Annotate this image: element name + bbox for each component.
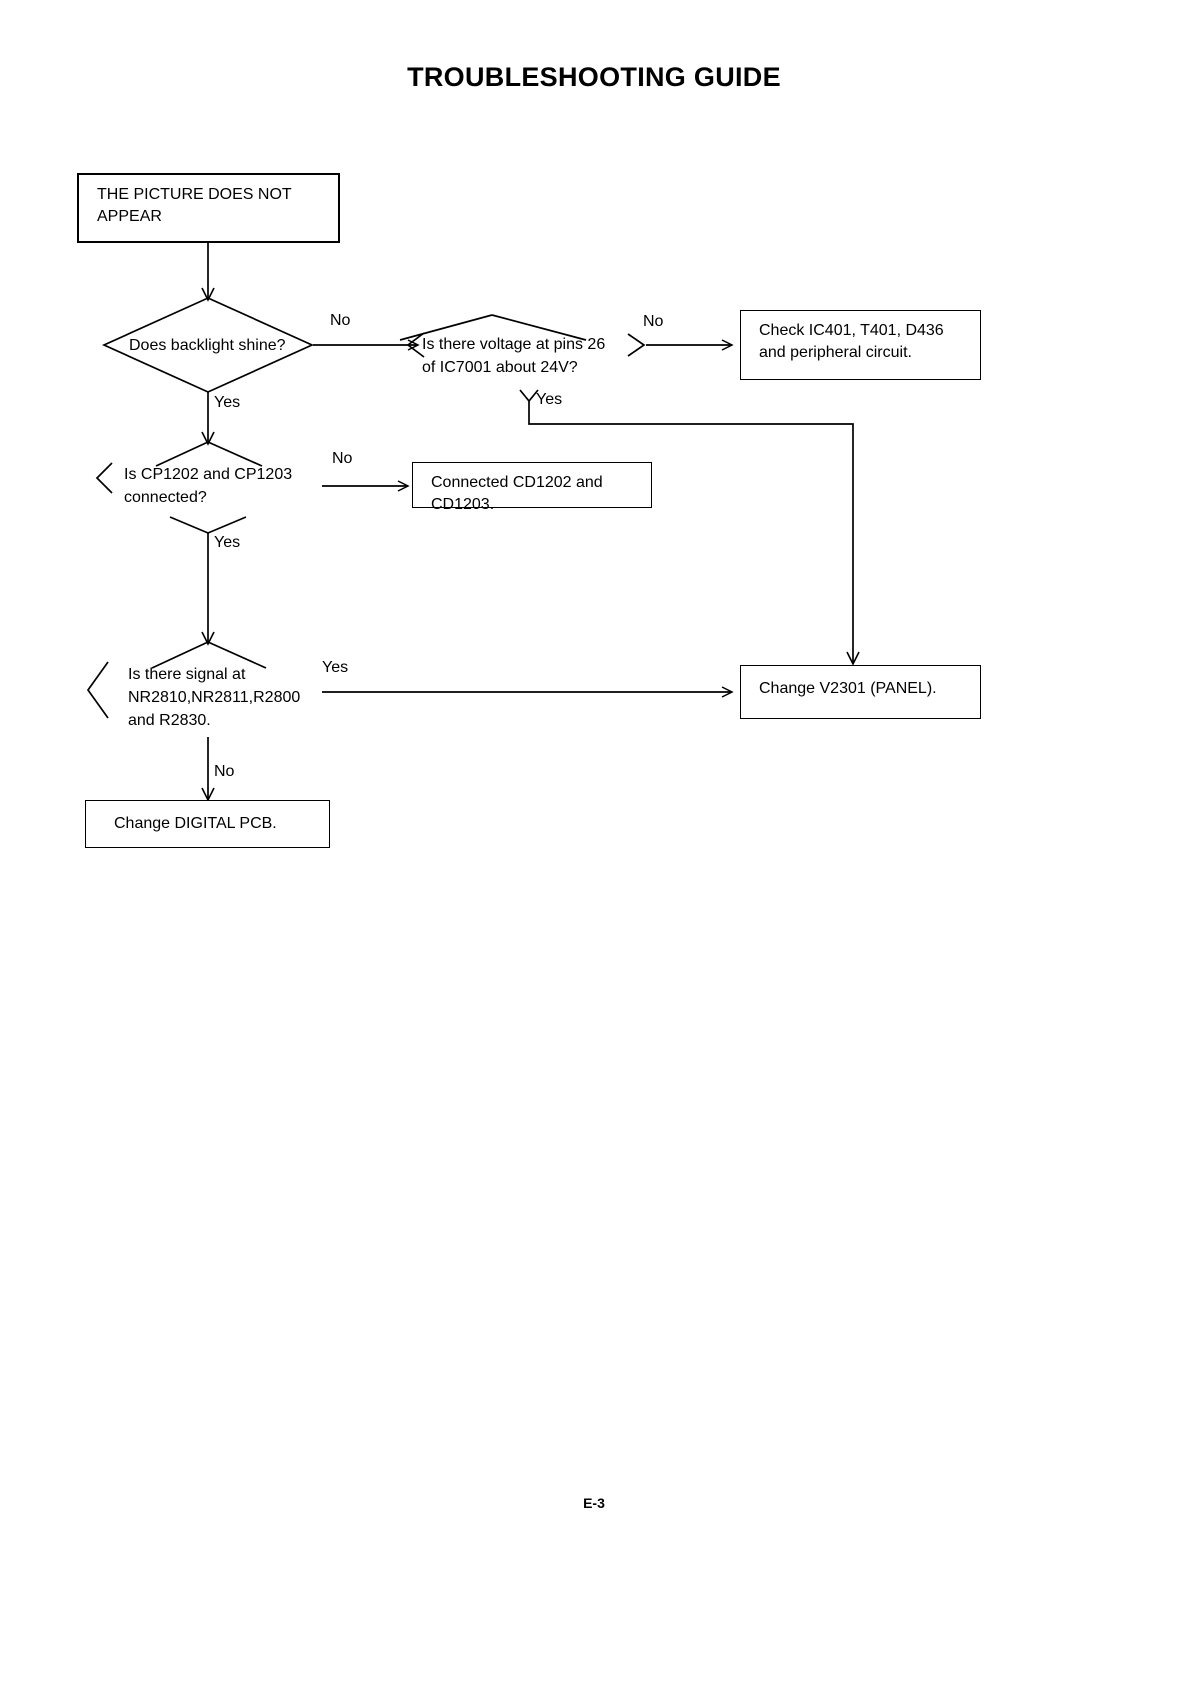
edge-label-d3-yes: Yes xyxy=(214,534,241,551)
decision-does-backlight-shine: Does backlight shine? xyxy=(129,337,286,354)
node-change-digital-pcb: Change DIGITAL PCB. xyxy=(85,800,330,848)
edge-label-d2-yes: Yes xyxy=(536,391,563,408)
page-footer: E-3 xyxy=(583,1495,605,1511)
decision-cp1202-cp1203-connected: Is CP1202 and CP1203 connected? xyxy=(124,466,293,506)
edge-label-d4-yes: Yes xyxy=(322,659,349,676)
page-title: TROUBLESHOOTING GUIDE xyxy=(407,62,781,92)
node-change-v2301: Change V2301 (PANEL). xyxy=(740,665,981,719)
node-the-picture-does-not-appear: THE PICTURE DOES NOT APPEAR xyxy=(77,173,340,243)
edge-label-d1-no: No xyxy=(330,312,351,329)
node-connected-cd1202: Connected CD1202 and CD1203. xyxy=(412,462,652,513)
edge-label-d3-no: No xyxy=(332,450,353,467)
decision-signal-at-nr2810: Is there signal at NR2810,NR2811,R2800 a… xyxy=(128,666,301,729)
node-check-ic401: Check IC401, T401, D436 and peripheral c… xyxy=(740,310,981,380)
decision-voltage-ic7001: Is there voltage at pins 26 of IC7001 ab… xyxy=(422,336,606,376)
edge-label-d2-no: No xyxy=(643,313,664,330)
edge-label-d4-no: No xyxy=(214,763,235,780)
edge-label-d1-yes: Yes xyxy=(214,394,241,411)
